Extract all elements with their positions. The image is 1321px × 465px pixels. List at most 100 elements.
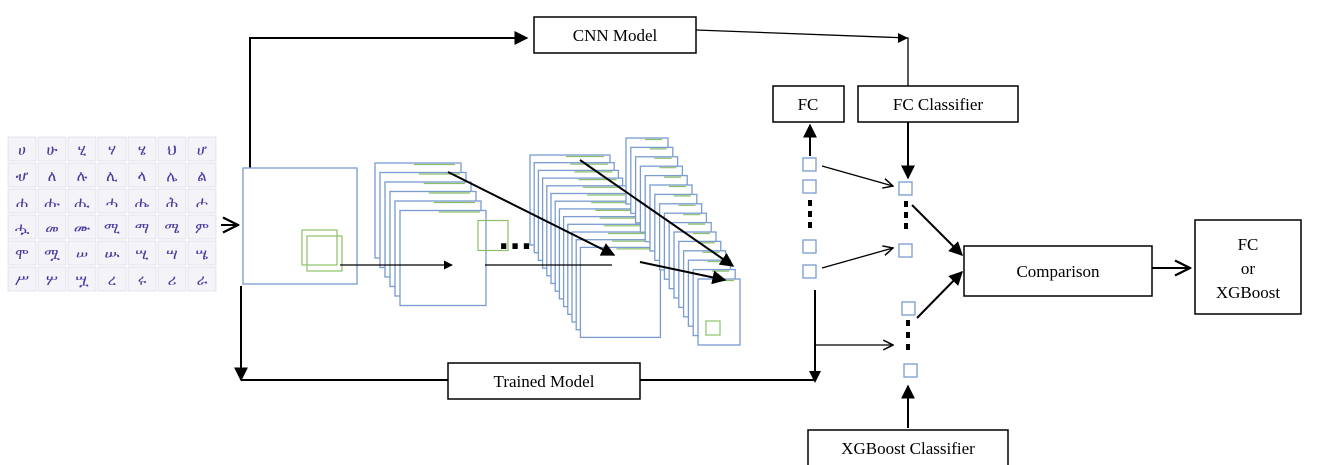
- fc-box: [772, 85, 845, 123]
- character-glyph: ሃ: [108, 141, 116, 159]
- cnn-to-fc-classifier-line: [695, 29, 909, 86]
- feature-vector: [802, 157, 817, 279]
- character-cell: [97, 188, 127, 214]
- character-glyph: ሧ: [75, 271, 88, 289]
- character-cell: [187, 266, 217, 292]
- character-cell: [67, 266, 97, 292]
- fc-classifier-label: FC Classifier: [893, 95, 984, 114]
- character-glyph: ሌ: [166, 167, 177, 185]
- comparison-label: Comparison: [1016, 262, 1100, 281]
- character-glyph: ሕ: [166, 193, 178, 211]
- input-image-box: [242, 167, 358, 285]
- arrowhead-icon: [898, 33, 908, 43]
- character-glyph: ሩ: [138, 271, 147, 289]
- character-glyph: ሥ: [15, 271, 29, 289]
- character-cell: [7, 162, 37, 188]
- character-glyph: ማ: [135, 219, 149, 237]
- output-label-line2: or: [1241, 259, 1256, 278]
- vector-dot: [904, 201, 908, 207]
- character-glyph: ሪ: [168, 271, 177, 289]
- character-glyph: ም: [195, 219, 209, 237]
- conv-arrow: [447, 171, 616, 256]
- character-glyph: ሄ: [138, 141, 146, 159]
- character-cell: [37, 162, 67, 188]
- vector-arrow: [821, 165, 893, 186]
- character-glyph: ሆ: [197, 141, 207, 159]
- character-cell: [157, 136, 187, 162]
- character-cell: [187, 188, 217, 214]
- character-cell: [37, 266, 67, 292]
- character-cell: [7, 266, 37, 292]
- trained-model-box: [447, 362, 641, 400]
- character-cell: [7, 136, 37, 162]
- character-glyph: መ: [45, 219, 59, 237]
- feature-map: [399, 209, 487, 307]
- vector-dot: [808, 222, 812, 228]
- character-glyph: ሒ: [74, 193, 90, 211]
- kernel-box: [301, 229, 338, 266]
- character-glyph: ሦ: [46, 271, 58, 289]
- character-cell: [127, 162, 157, 188]
- to-comparison-arrow: [911, 204, 963, 256]
- character-cell: [67, 214, 97, 240]
- feature-map: [697, 278, 741, 346]
- character-cell: [187, 240, 217, 266]
- character-glyph: ሑ: [44, 193, 60, 211]
- fc-classifier-box: [857, 85, 1019, 123]
- character-glyph: ሀ: [18, 141, 26, 159]
- character-glyph: ሇ: [16, 167, 29, 185]
- character-cell: [7, 214, 37, 240]
- character-cell: [187, 214, 217, 240]
- character-glyph: ሓ: [106, 193, 118, 211]
- xgboost-classifier-box: [807, 429, 1009, 465]
- kernel-box: [477, 219, 509, 252]
- character-glyph: ራ: [197, 271, 208, 289]
- character-cell: [187, 162, 217, 188]
- character-glyph: ሢ: [135, 245, 149, 263]
- feature-map-stack-2: [529, 154, 691, 339]
- xgb-output-cell: [901, 301, 916, 316]
- trained-model-label: Trained Model: [494, 372, 595, 391]
- output-label-line3: XGBoost: [1216, 283, 1281, 302]
- comparison-box: [963, 245, 1153, 297]
- character-cell: [97, 240, 127, 266]
- arrowhead-icon: [809, 371, 821, 383]
- character-cell: [127, 266, 157, 292]
- character-glyph: ሗ: [15, 219, 30, 237]
- feature-map-stack-3: [625, 137, 741, 346]
- character-glyph: ሖ: [196, 193, 208, 211]
- character-glyph: ሟ: [44, 245, 60, 263]
- character-cell: [97, 214, 127, 240]
- character-glyph: ሙ: [74, 219, 91, 237]
- character-cell: [67, 240, 97, 266]
- feature-map-stack-1: [374, 162, 509, 307]
- character-glyph: ለ: [48, 167, 57, 185]
- character-glyph: ሊ: [106, 167, 118, 185]
- to-comparison-arrow: [916, 270, 963, 319]
- vector-dot: [906, 320, 910, 326]
- conv-arrow: [639, 261, 727, 285]
- kernel-box: [306, 235, 343, 272]
- character-cell: [157, 240, 187, 266]
- character-glyph: ረ: [108, 271, 117, 289]
- character-cell: [97, 266, 127, 292]
- character-glyph: ሤ: [196, 245, 209, 263]
- character-glyph: ሉ: [77, 167, 88, 185]
- character-cell: [37, 188, 67, 214]
- character-cell: [67, 162, 97, 188]
- fc-output-cell: [898, 181, 913, 196]
- character-glyph: ሜ: [164, 219, 179, 237]
- feature-vector-cell: [802, 264, 817, 279]
- fc-output-cell: [898, 243, 913, 258]
- vector-dot: [808, 200, 812, 206]
- character-cell: [7, 188, 37, 214]
- character-cell: [37, 240, 67, 266]
- character-glyph: ሚ: [104, 219, 120, 237]
- vector-dot: [904, 212, 908, 218]
- vector-dot: [906, 344, 910, 350]
- character-glyph: ል: [197, 167, 207, 185]
- ellipsis: ...: [498, 222, 532, 257]
- feature-map: [579, 246, 662, 339]
- kernel-box: [705, 320, 721, 336]
- character-cell: [67, 188, 97, 214]
